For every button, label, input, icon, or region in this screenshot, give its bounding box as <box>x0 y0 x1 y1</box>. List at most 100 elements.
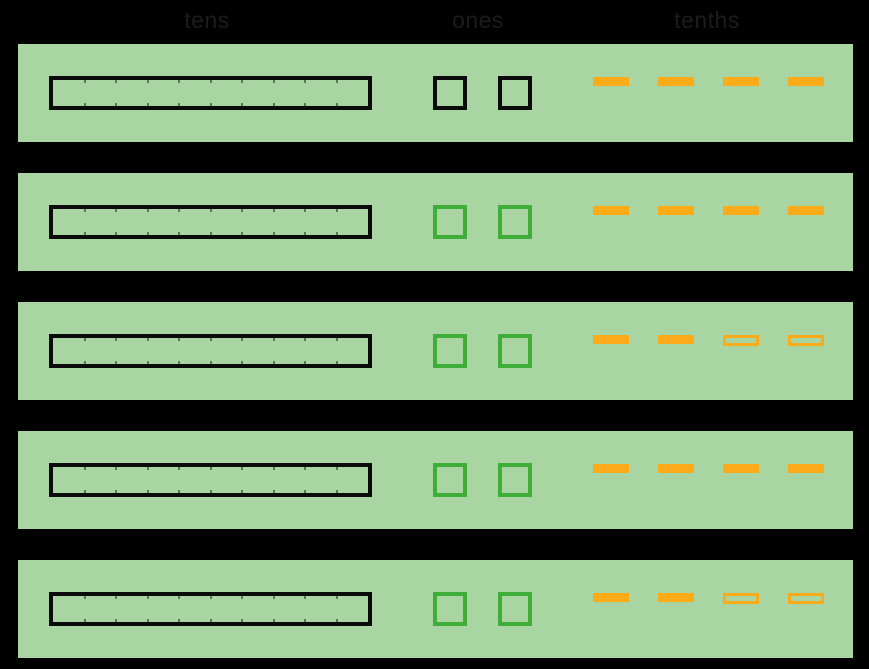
rod-segment-tick <box>115 103 117 106</box>
rod-segment-tick <box>83 338 86 341</box>
rod-segment-tick <box>146 596 149 599</box>
rod-segment-tick <box>115 619 117 622</box>
tenth-dash <box>788 335 824 346</box>
rod-segment-tick <box>272 103 275 106</box>
rod-segment-tick <box>241 490 243 493</box>
ones-square <box>433 463 467 497</box>
rod-segment-tick <box>272 467 275 470</box>
tenth-dash <box>658 77 694 86</box>
rod-segment-tick <box>146 619 149 622</box>
tenth-dash <box>723 335 759 346</box>
rod-segment-tick <box>146 209 149 212</box>
rod-segment-tick <box>115 338 117 341</box>
rod-segment-tick <box>115 209 117 212</box>
rod-segment-tick <box>304 80 306 83</box>
rod-segment-tick <box>83 80 86 83</box>
rod-segment-tick <box>241 361 243 364</box>
tens-rod <box>49 76 372 110</box>
rod-segment-tick <box>272 80 275 83</box>
ones-square <box>498 205 532 239</box>
tenth-dash <box>788 77 824 86</box>
rod-segment-tick <box>178 467 180 470</box>
rod-segment-tick <box>178 596 180 599</box>
tenth-dash <box>658 464 694 473</box>
rod-segment-tick <box>304 596 306 599</box>
rod-segment-tick <box>178 490 180 493</box>
ones-square <box>433 334 467 368</box>
rod-segment-tick <box>335 467 338 470</box>
tens-rod <box>49 205 372 239</box>
rod-segment-tick <box>304 467 306 470</box>
rod-segment-tick <box>115 361 117 364</box>
rod-segment-tick <box>241 619 243 622</box>
tenth-dash <box>593 593 629 602</box>
rod-segment-tick <box>146 338 149 341</box>
rod-segment-tick <box>83 361 86 364</box>
rod-segment-tick <box>209 80 212 83</box>
tenth-dash <box>723 206 759 215</box>
column-header-tens: tens <box>184 7 230 33</box>
tenth-dash <box>723 464 759 473</box>
place-value-row <box>18 560 853 658</box>
tens-rod <box>49 334 372 368</box>
ones-square <box>498 76 532 110</box>
rod-segment-tick <box>335 596 338 599</box>
rod-segment-tick <box>241 338 243 341</box>
rod-segment-tick <box>83 232 86 235</box>
rod-segment-tick <box>241 209 243 212</box>
tenth-dash <box>788 206 824 215</box>
rod-segment-tick <box>241 103 243 106</box>
rod-segment-tick <box>146 467 149 470</box>
column-header-ones: ones <box>452 7 504 33</box>
rod-segment-tick <box>241 467 243 470</box>
place-value-row <box>18 44 853 142</box>
tens-rod <box>49 592 372 626</box>
rod-segment-tick <box>115 232 117 235</box>
rod-segment-tick <box>304 209 306 212</box>
rod-segment-tick <box>178 338 180 341</box>
column-header-tenths: tenths <box>674 7 740 33</box>
rod-segment-tick <box>272 490 275 493</box>
rod-segment-tick <box>272 209 275 212</box>
rod-segment-tick <box>178 361 180 364</box>
rod-segment-tick <box>304 490 306 493</box>
tenth-dash <box>788 593 824 604</box>
rod-segment-tick <box>272 619 275 622</box>
rod-segment-tick <box>335 490 338 493</box>
rod-segment-tick <box>83 596 86 599</box>
rod-segment-tick <box>335 103 338 106</box>
place-value-row <box>18 431 853 529</box>
rod-segment-tick <box>304 232 306 235</box>
rod-segment-tick <box>178 80 180 83</box>
rod-segment-tick <box>178 619 180 622</box>
ones-square <box>433 205 467 239</box>
rod-segment-tick <box>115 596 117 599</box>
tenth-dash <box>658 206 694 215</box>
rod-segment-tick <box>209 209 212 212</box>
rod-segment-tick <box>178 209 180 212</box>
rod-segment-tick <box>146 490 149 493</box>
rod-segment-tick <box>335 232 338 235</box>
rod-segment-tick <box>272 338 275 341</box>
tenth-dash <box>593 335 629 344</box>
ones-square <box>498 334 532 368</box>
rod-segment-tick <box>304 361 306 364</box>
rod-segment-tick <box>209 596 212 599</box>
rod-segment-tick <box>209 338 212 341</box>
rod-segment-tick <box>146 80 149 83</box>
rod-segment-tick <box>304 338 306 341</box>
rod-segment-tick <box>272 596 275 599</box>
rod-segment-tick <box>209 619 212 622</box>
rod-segment-tick <box>115 80 117 83</box>
rod-segment-tick <box>304 103 306 106</box>
tenth-dash <box>788 464 824 473</box>
rod-segment-tick <box>178 103 180 106</box>
tenth-dash <box>658 593 694 602</box>
rod-segment-tick <box>146 361 149 364</box>
rod-segment-tick <box>209 467 212 470</box>
rod-segment-tick <box>241 80 243 83</box>
tenth-dash <box>723 77 759 86</box>
tenth-dash <box>593 206 629 215</box>
rod-segment-tick <box>272 232 275 235</box>
